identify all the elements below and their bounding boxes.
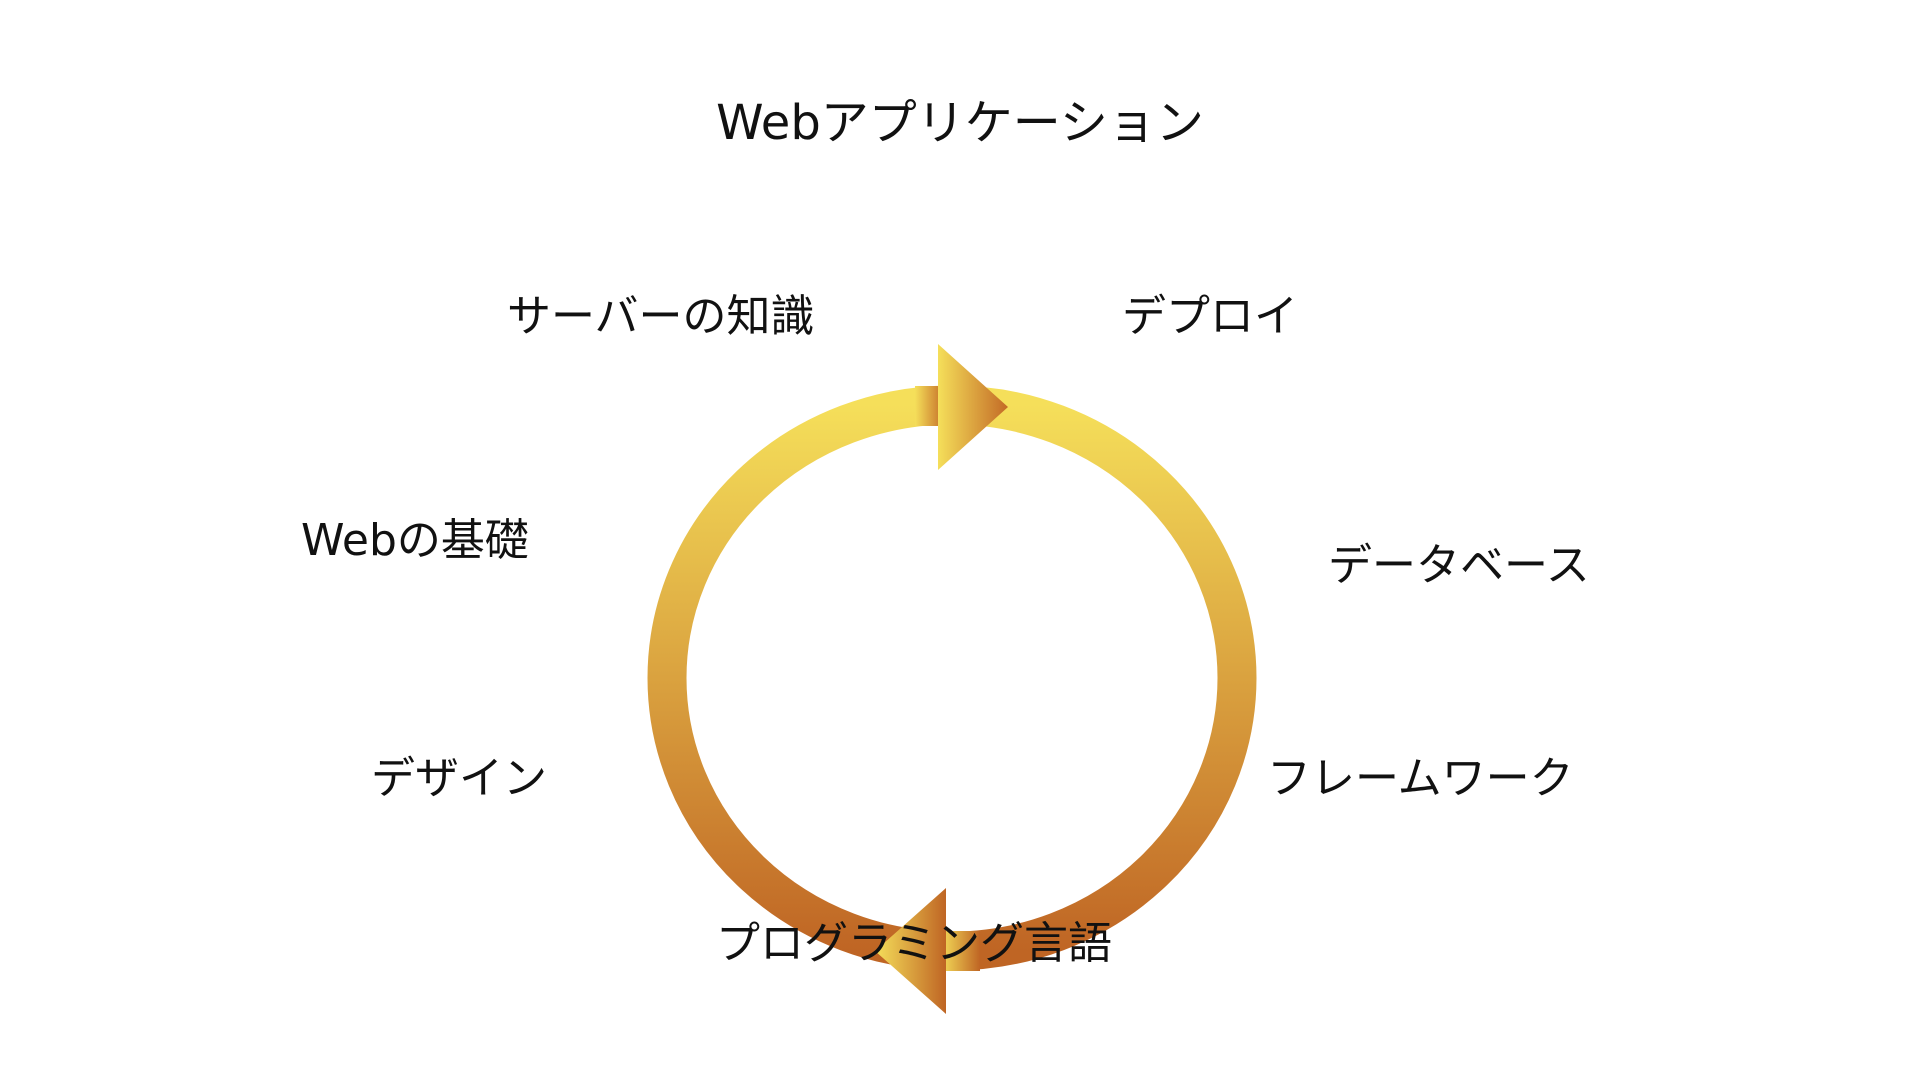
diagram-title: Webアプリケーション xyxy=(716,95,1204,151)
label-programming: プログラミング言語 xyxy=(716,918,1112,969)
bottom-arrow xyxy=(875,888,980,1014)
label-deploy: デプロイ xyxy=(1122,291,1298,342)
label-framework: フレームワーク xyxy=(1267,753,1574,804)
label-server: サーバーの知識 xyxy=(507,291,815,342)
top-arrow xyxy=(915,344,1008,470)
label-design: デザイン xyxy=(371,753,547,804)
label-database: データベース xyxy=(1328,540,1590,591)
cycle-ring xyxy=(647,385,1257,971)
label-web-basics: Webの基礎 xyxy=(301,515,529,566)
